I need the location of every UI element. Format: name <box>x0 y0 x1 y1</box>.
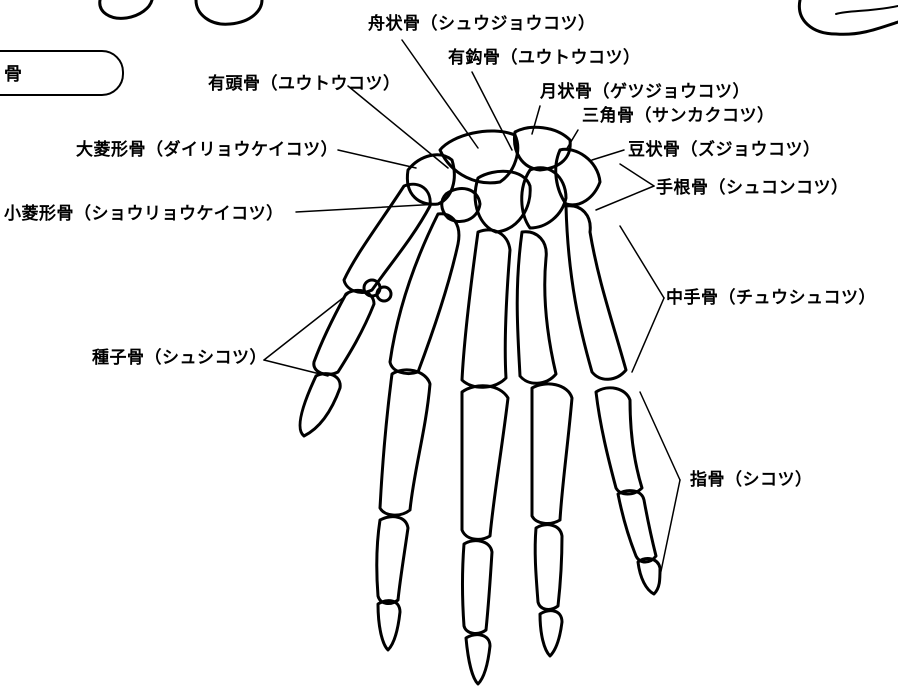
label-pisiform: 豆状骨（ズジョウコツ） <box>628 140 821 160</box>
label-trapezium: 大菱形骨（ダイリョウケイコツ） <box>76 140 339 160</box>
label-carpal-bones: 手根骨（シュコンコツ） <box>656 178 849 198</box>
carpal-bones <box>405 125 602 234</box>
corner-figure-right <box>797 0 898 36</box>
ring-finger-bones <box>515 230 574 658</box>
corner-figure-left <box>98 0 154 20</box>
middle-finger-bones <box>460 228 512 686</box>
label-lunate: 月状骨（ゲツジョウコツ） <box>540 82 750 102</box>
label-sesamoid: 種子骨（シュシコツ） <box>92 348 267 368</box>
little-finger-bones <box>564 204 662 596</box>
label-triquetrum: 三角骨（サンカクコツ） <box>582 106 775 126</box>
label-trapezoid: 小菱形骨（ショウリョウケイコツ） <box>4 204 284 224</box>
section-tab-text: 骨 <box>4 64 22 85</box>
label-phalanges: 指骨（シコツ） <box>690 470 813 490</box>
thumb-bones <box>298 182 432 438</box>
label-hamate: 有鈎骨（ユウトウコツ） <box>448 48 641 68</box>
corner-figure-left-2 <box>194 0 264 26</box>
label-capitate: 有頭骨（ユウトウコツ） <box>208 74 401 94</box>
section-tab: 骨 <box>0 50 124 96</box>
label-metacarpals: 中手骨（チュウシュコツ） <box>666 288 876 308</box>
label-scaphoid: 舟状骨（シュウジョウコツ） <box>368 14 596 34</box>
index-finger-bones <box>375 212 461 652</box>
leader-lines <box>263 39 681 577</box>
